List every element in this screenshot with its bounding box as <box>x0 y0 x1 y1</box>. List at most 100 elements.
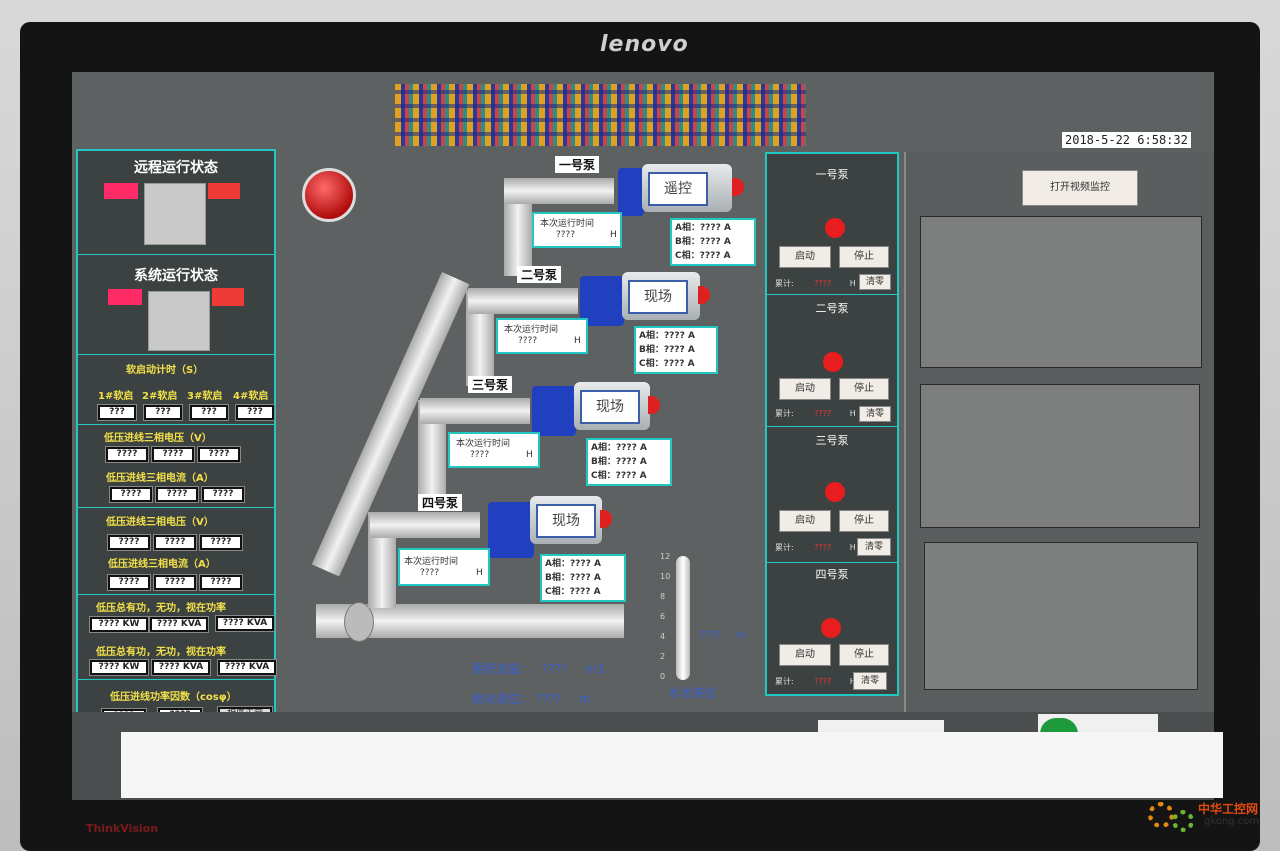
pump-2-runtime-unit: H <box>574 336 581 346</box>
pump-1-status-light <box>825 218 845 238</box>
pump-2-stop-button[interactable]: 停止 <box>839 378 889 400</box>
pump-3-phase-c: C相：???? A <box>591 471 647 481</box>
softstart-value-4: ??? <box>236 405 274 420</box>
tank-tick-10: 10 <box>660 572 671 581</box>
softstart-value-3: ??? <box>190 405 228 420</box>
pump-4-stop-button[interactable]: 停止 <box>839 644 889 666</box>
power-2-kva-a: ???? KVA <box>152 660 210 675</box>
lv-current-1-a: ???? <box>110 487 152 502</box>
tank-tick-2: 2 <box>660 652 666 661</box>
flow-unit: m3 <box>585 662 605 676</box>
pipe-pump-3 <box>420 398 530 424</box>
pump-3-phase-b: B相：???? A <box>591 457 647 467</box>
pipe-pump-2 <box>468 288 578 314</box>
pump-1-runtime-value: ???? <box>556 230 576 240</box>
globe-icon <box>1040 718 1078 734</box>
pump-3-start-button[interactable]: 启动 <box>779 510 831 532</box>
pump-3-end-cap <box>648 396 660 414</box>
scada-screen: 2018-5-22 6:58:32 远程运行状态 系统运行状态 软启动计时（S）… <box>72 72 1214 800</box>
pump-4-phase-b: B相：???? A <box>545 573 601 583</box>
pump-3-status-light <box>825 482 845 502</box>
accumulated-flow: 累积流量： ???? m3 <box>472 660 604 677</box>
pump-3-reset-button[interactable]: 清零 <box>857 538 891 556</box>
pump-1-start-button[interactable]: 启动 <box>779 246 831 268</box>
pump-2-start-button[interactable]: 启动 <box>779 378 831 400</box>
pump-4-runtime-value: ???? <box>420 568 440 578</box>
lv-current-1-c: ???? <box>202 487 244 502</box>
pump-1-end-cap <box>732 178 744 196</box>
pump-4-status-light <box>821 618 841 638</box>
pump-1-reset-button[interactable]: 清零 <box>859 274 891 290</box>
pump-1-stop-button[interactable]: 停止 <box>839 246 889 268</box>
pump-1-label: 一号泵 <box>555 156 600 173</box>
lv-voltage-1-b: ???? <box>152 447 194 462</box>
video-feed-2[interactable] <box>920 384 1200 528</box>
pump-3-phase-a: A相：???? A <box>591 443 647 453</box>
open-video-button[interactable]: 打开视频监控 <box>1022 170 1138 206</box>
pump-3-accum-value: ???? <box>814 543 832 552</box>
video-feed-3[interactable] <box>924 542 1198 690</box>
tank-level-number: ???? <box>700 630 722 641</box>
pump-1-runtime-unit: H <box>610 230 617 240</box>
pump-4-start-button[interactable]: 启动 <box>779 644 831 666</box>
lv-voltage-2-c: ???? <box>200 535 242 550</box>
pump-1-phase-c: C相：???? A <box>675 251 731 261</box>
pump-2-mode: 现场 <box>628 280 688 314</box>
system-indicator-left <box>108 289 142 305</box>
pump-4-reset-button[interactable]: 清零 <box>853 672 887 690</box>
remote-indicator-right <box>208 183 240 199</box>
remote-status-box <box>144 183 206 245</box>
power-title-1: 低压总有功，无功，视在功率 <box>96 603 226 614</box>
lv-current-2-c: ???? <box>200 575 242 590</box>
pump-1-mode: 遥控 <box>648 172 708 206</box>
pump-3-runtime-unit: H <box>526 450 533 460</box>
video-feed-1[interactable] <box>920 216 1202 368</box>
softstart-value-2: ??? <box>144 405 182 420</box>
pump-4-runtime: 本次运行时间 ???? H <box>398 548 490 586</box>
pump-2-phase-b: B相：???? A <box>639 345 695 355</box>
flow-value: ???? <box>541 662 568 676</box>
emergency-stop-button[interactable] <box>302 168 356 222</box>
pump-3-runtime-value: ???? <box>470 450 490 460</box>
lv-voltage-2-a: ???? <box>108 535 150 550</box>
power-2-kva-b: ???? KVA <box>218 660 276 675</box>
pump-1-runtime: 本次运行时间 ???? H <box>532 212 622 248</box>
lv-voltage-1-a: ???? <box>106 447 148 462</box>
pump-3-label: 三号泵 <box>468 376 513 393</box>
date-text: 2018-5-22 <box>1065 133 1131 147</box>
tank-level-unit: m <box>736 630 747 641</box>
pump-3-accum-label: 累计: <box>775 543 794 552</box>
pump-4-motor: 现场 <box>530 496 602 544</box>
control-pump-2-title: 二号泵 <box>815 302 849 315</box>
pump-1-accum-label: 累计: <box>775 279 794 288</box>
tank-level-label: 水池液位 <box>668 686 717 700</box>
pump-3-phase-currents: A相：???? A B相：???? A C相：???? A <box>586 438 672 486</box>
watermark-site: 中华工控网 <box>1198 802 1259 816</box>
softstart-title: 软启动计时（S） <box>126 365 204 376</box>
pump-3-stop-button[interactable]: 停止 <box>839 510 889 532</box>
pump-4-mode: 现场 <box>536 504 596 538</box>
divider <box>78 254 274 255</box>
left-status-panel: 远程运行状态 系统运行状态 软启动计时（S） 1#软启 2#软启 3#软启 4#… <box>76 149 276 728</box>
header-banner <box>395 84 806 146</box>
pump-1-accum: 累计: ???? H <box>775 278 856 289</box>
brand-thinkvision: ThinkVision <box>86 822 159 835</box>
watermark-domain: gkong.com <box>1204 816 1260 827</box>
pump-4-runtime-unit: H <box>476 568 483 578</box>
lv-current-title-1: 低压进线三相电流（A） <box>106 473 214 484</box>
pump-4-body <box>488 502 534 558</box>
tank-level-gauge <box>676 556 690 680</box>
remote-status-title: 远程运行状态 <box>134 160 218 176</box>
pump-2-runtime: 本次运行时间 ???? H <box>496 318 588 354</box>
pipe-pump-4 <box>370 512 480 538</box>
pump-3-motor: 现场 <box>574 382 650 430</box>
pump-3-mode: 现场 <box>580 390 640 424</box>
pump-4-phase-c: C相：???? A <box>545 587 601 597</box>
pump-control-panel: 一号泵 启动 停止 累计: ???? H 清零 二号泵 启动 停止 累计: ??… <box>765 152 899 696</box>
pump-4-runtime-label: 本次运行时间 <box>404 557 459 567</box>
pump-2-reset-button[interactable]: 清零 <box>859 406 891 422</box>
tank-tick-4: 4 <box>660 632 666 641</box>
pump-1-phase-a: A相：???? A <box>675 223 731 233</box>
bottom-item-1[interactable] <box>818 720 944 734</box>
control-pump-4: 四号泵 启动 停止 累计: ???? H 清零 <box>767 562 897 694</box>
